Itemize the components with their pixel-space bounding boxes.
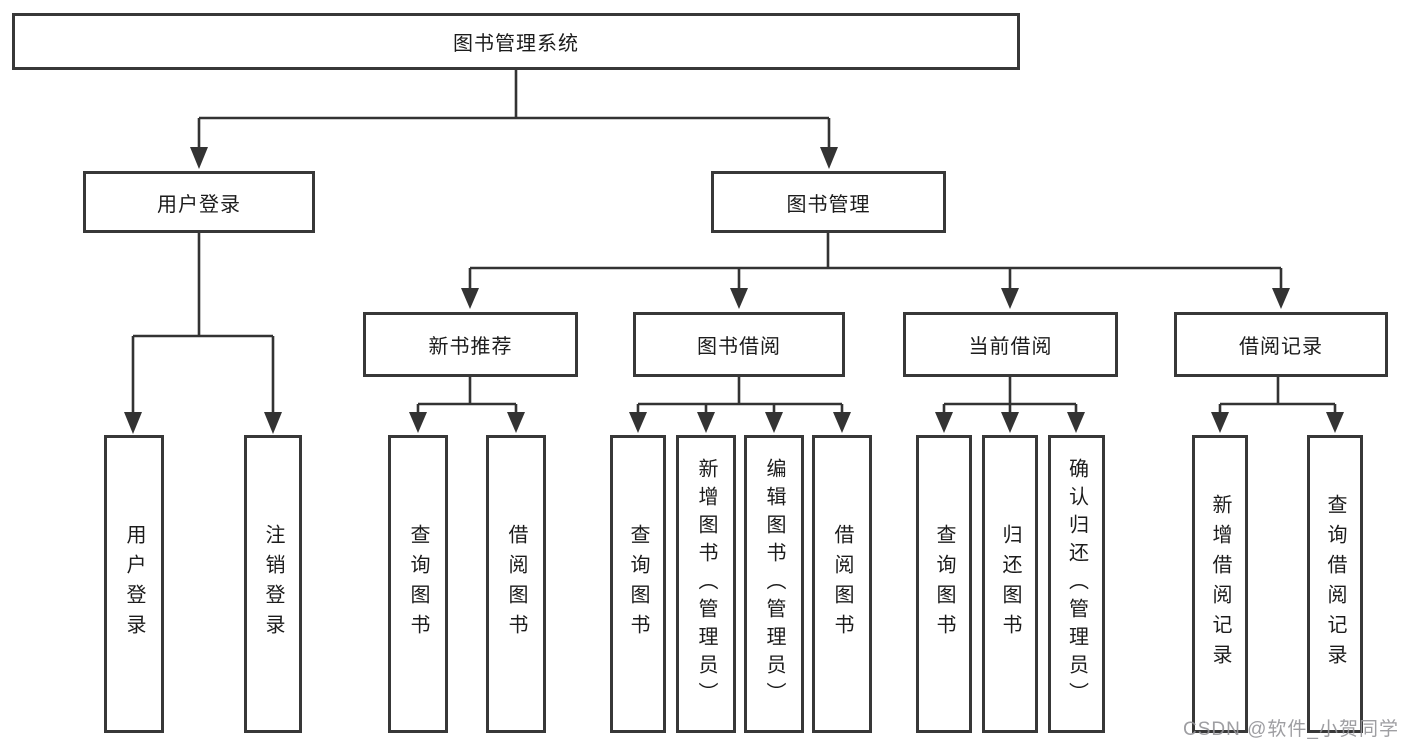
node-label: 确认归还（管理员）	[1065, 458, 1088, 710]
node-book-management: 图书管理	[711, 171, 946, 233]
node-label: 查询图书	[407, 524, 429, 644]
node-user-login: 用户登录	[83, 171, 315, 233]
node-label: 图书管理系统	[453, 33, 579, 55]
leaf-logout: 注销登录	[244, 435, 302, 733]
leaf-query-books-rec: 查询图书	[388, 435, 448, 733]
leaf-query-books-current: 查询图书	[916, 435, 972, 733]
connector-book-borrow-children	[629, 377, 851, 433]
connector-borrow-records-children	[1211, 377, 1344, 433]
node-label: 图书管理	[786, 193, 871, 216]
leaf-confirm-return-admin: 确认归还（管理员）	[1048, 435, 1105, 733]
node-new-book-recommendation: 新书推荐	[363, 312, 578, 377]
leaf-borrow-books: 借阅图书	[812, 435, 872, 733]
leaf-query-books-borrow: 查询图书	[610, 435, 666, 733]
node-borrowing-records: 借阅记录	[1174, 312, 1388, 377]
leaf-user-login: 用户登录	[104, 435, 164, 733]
node-label: 查询借阅记录	[1324, 494, 1346, 674]
node-label: 新增借阅记录	[1209, 494, 1231, 674]
node-label: 用户登录	[123, 524, 145, 644]
connector-user-login-children	[124, 233, 282, 434]
node-root: 图书管理系统	[12, 13, 1020, 70]
connector-root-to-level2	[190, 70, 838, 169]
node-label: 用户登录	[157, 193, 241, 216]
leaf-edit-books-admin: 编辑图书（管理员）	[744, 435, 804, 733]
connector-current-borrow-children	[935, 377, 1085, 433]
watermark: CSDN @软件_小贺同学	[1183, 719, 1399, 740]
node-label: 借阅图书	[505, 524, 527, 644]
node-label: 图书借阅	[697, 336, 781, 358]
leaf-return-books: 归还图书	[982, 435, 1038, 733]
node-current-borrowing: 当前借阅	[903, 312, 1118, 377]
node-label: 归还图书	[999, 524, 1021, 644]
connector-new-book-rec-children	[409, 377, 525, 433]
leaf-add-books-admin: 新增图书（管理员）	[676, 435, 736, 733]
node-label: 查询图书	[627, 524, 649, 644]
node-label: 查询图书	[933, 524, 955, 644]
node-label: 新书推荐	[428, 336, 513, 358]
leaf-borrow-books-rec: 借阅图书	[486, 435, 546, 733]
leaf-add-borrow-record: 新增借阅记录	[1192, 435, 1248, 733]
node-label: 借阅图书	[831, 524, 853, 644]
node-label: 注销登录	[262, 524, 284, 644]
node-label: 当前借阅	[968, 336, 1053, 358]
node-book-borrowing: 图书借阅	[633, 312, 845, 377]
leaf-query-borrow-record: 查询借阅记录	[1307, 435, 1363, 733]
node-label: 编辑图书（管理员）	[763, 458, 785, 710]
node-label: 借阅记录	[1239, 336, 1323, 358]
connector-book-mgmt-children	[461, 233, 1290, 309]
node-label: 新增图书（管理员）	[695, 458, 717, 710]
